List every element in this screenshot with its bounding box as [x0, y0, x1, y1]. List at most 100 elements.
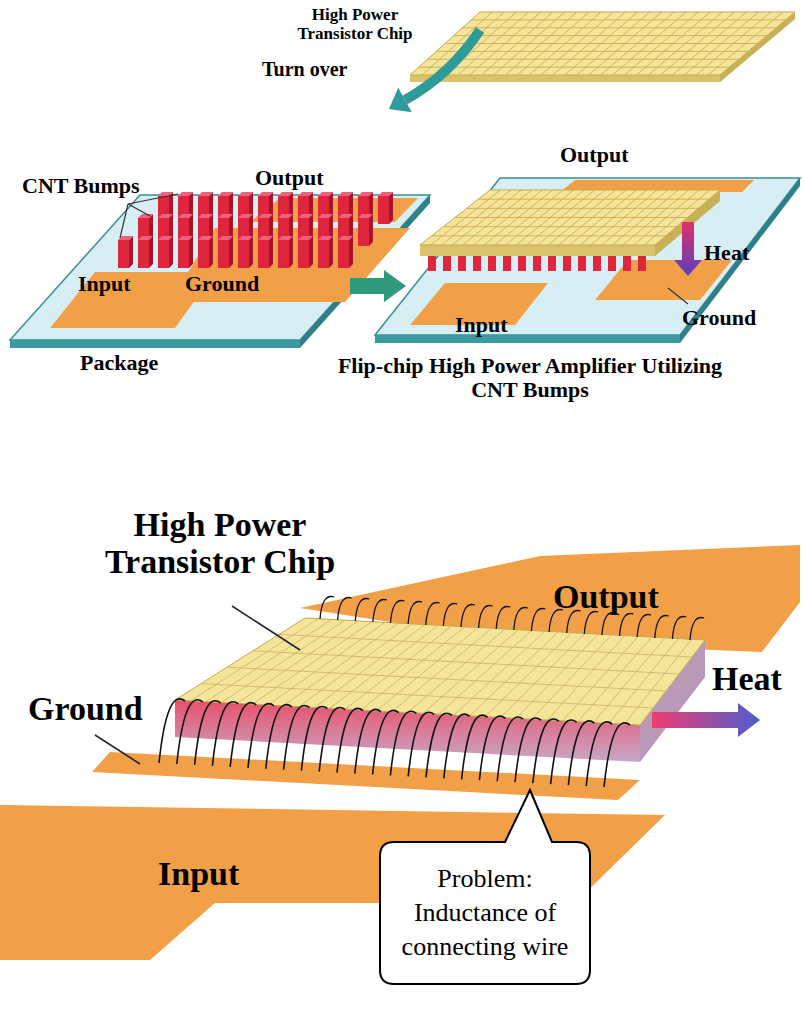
leader-line — [95, 735, 140, 764]
bond-wire — [355, 598, 369, 621]
grid-line — [578, 637, 652, 722]
ground-strip — [92, 752, 640, 800]
grid-line — [594, 638, 666, 723]
grid-line — [609, 639, 678, 724]
cnt-bump-top — [238, 214, 253, 218]
cnt-bump — [578, 256, 586, 271]
cnt-bump — [608, 256, 616, 271]
grid-line — [279, 634, 692, 657]
pad-label: Ground — [28, 690, 143, 727]
grid-line — [361, 627, 465, 710]
cnt-bump — [593, 256, 601, 271]
cnt-bump-top — [178, 192, 193, 196]
cnt-bump-side — [229, 236, 233, 268]
bond-wire — [655, 615, 669, 638]
cnt-bump-top — [198, 192, 213, 196]
cnt-bump-top — [278, 192, 293, 196]
cnt-bump — [258, 240, 269, 268]
figure-caption: Flip-chip High Power Amplifier Utilizing… — [320, 354, 740, 402]
cnt-bump-top — [258, 192, 273, 196]
cnt-bump-top — [278, 236, 293, 240]
cnt-bump-top — [338, 236, 353, 240]
cnt-bump-top — [318, 236, 333, 240]
cnt-bump-top — [358, 192, 373, 196]
bond-wire — [620, 613, 634, 636]
cnt-bump-top — [378, 192, 393, 196]
bond-wire — [426, 602, 440, 625]
package-plate — [10, 195, 430, 340]
cnt-bump-top — [218, 192, 233, 196]
heat-label: Heat — [704, 241, 749, 265]
leader-lines — [120, 194, 178, 238]
cnt-bump — [458, 256, 466, 271]
cnt-bump-top — [178, 236, 193, 240]
grid-line — [408, 629, 506, 713]
bond-wire — [390, 600, 404, 623]
bond-wire — [604, 723, 630, 787]
cnt-bump — [238, 240, 249, 268]
chip-top — [175, 618, 705, 725]
heat-label: Heat — [712, 660, 782, 697]
cnt-bump — [218, 240, 229, 268]
cnt-bump — [118, 240, 129, 268]
cnt-bump — [318, 240, 329, 268]
leader-line — [128, 204, 150, 216]
cnt-bump-side — [189, 236, 193, 268]
grid-line — [563, 636, 639, 721]
callout-text: Problem: Inductance of connecting wire — [380, 842, 590, 983]
grid-line — [392, 628, 492, 711]
pad-label: Input — [455, 313, 508, 337]
action-label: Turn over — [262, 58, 347, 80]
grid-line — [227, 667, 666, 691]
bond-wire — [443, 603, 457, 626]
cnt-bump — [503, 256, 511, 271]
bond-wire — [602, 612, 616, 635]
grid-line — [253, 651, 679, 674]
pad-label: Input — [158, 855, 239, 892]
chip-side — [420, 245, 655, 256]
bond-wire — [496, 606, 510, 629]
bond-wire — [690, 617, 704, 640]
grid-line — [470, 632, 559, 716]
cnt-bump-top — [258, 214, 273, 218]
cnt-bump — [623, 256, 631, 271]
cnt-bump — [378, 196, 389, 224]
cnt-bump-top — [178, 214, 193, 218]
leader-line — [232, 606, 300, 650]
cnt-bump-top — [298, 236, 313, 240]
package-right — [375, 178, 800, 343]
cnt-bump — [158, 240, 169, 268]
grid-line — [428, 59, 739, 60]
cnt-bump-top — [158, 214, 173, 218]
bond-wire — [479, 605, 493, 628]
cnt-bump-top — [198, 236, 213, 240]
cnt-bump — [428, 256, 436, 271]
bond-wire — [531, 608, 545, 631]
cnt-bump — [563, 256, 571, 271]
cnt-bump — [548, 256, 556, 271]
cnt-bump-side — [169, 236, 173, 268]
cnt-bump-top — [238, 236, 253, 240]
grid-line — [454, 35, 767, 36]
callout-outline — [380, 790, 590, 984]
bond-wire — [514, 607, 528, 630]
grid-line — [445, 43, 758, 44]
cnt-bump-side — [349, 236, 353, 268]
grid-line — [377, 628, 479, 711]
cnt-bump — [638, 256, 646, 271]
cnt-bump-side — [369, 214, 373, 246]
cnt-bump — [138, 240, 149, 268]
bond-wire — [338, 597, 352, 620]
cnt-bump-top — [338, 192, 353, 196]
bond-wires — [159, 596, 704, 787]
cnt-bump-top — [158, 236, 173, 240]
bond-wire — [373, 599, 387, 622]
part-label: High Power Transistor Chip — [70, 506, 370, 581]
grid-line — [423, 630, 518, 714]
bond-wire — [320, 596, 334, 619]
chip-top — [420, 190, 720, 245]
package-plate — [375, 178, 800, 335]
cnt-bump-top — [138, 236, 153, 240]
cnt-bump — [338, 240, 349, 268]
chip-side — [410, 75, 720, 82]
